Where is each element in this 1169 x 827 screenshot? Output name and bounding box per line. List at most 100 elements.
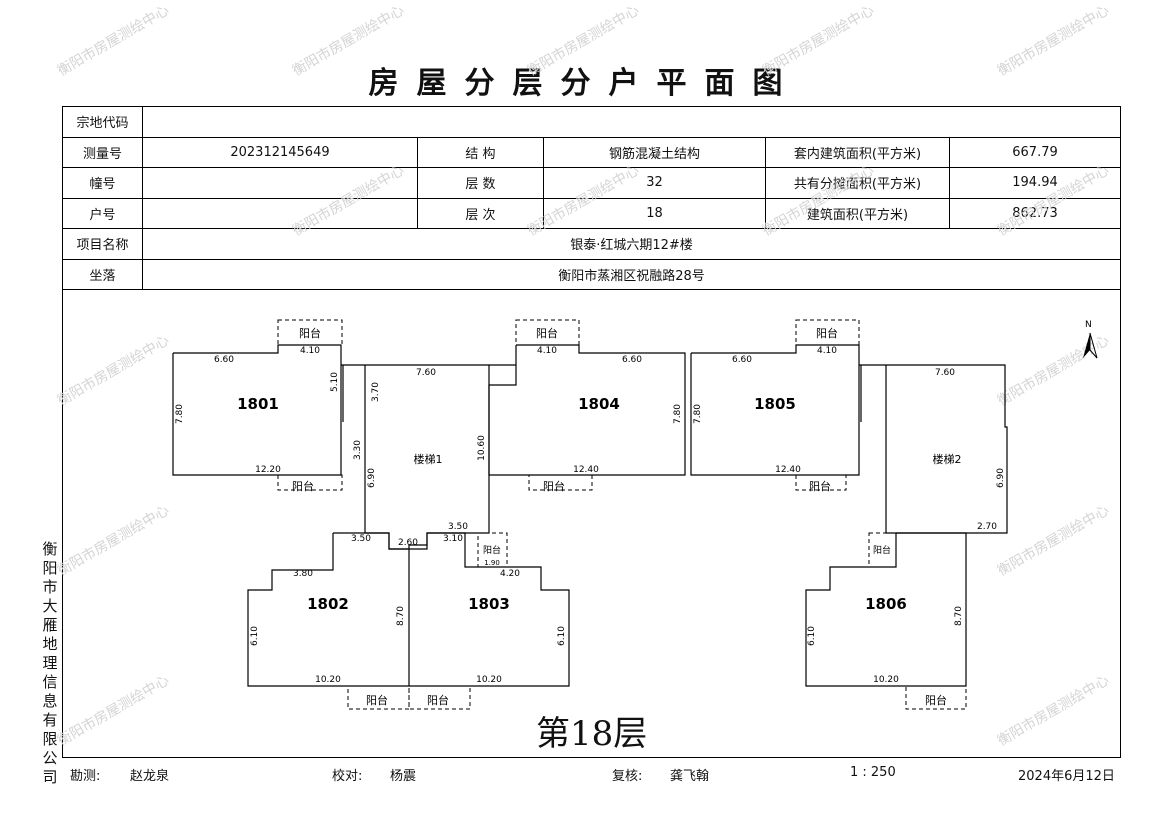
- balcony-label: 阳台: [809, 479, 831, 493]
- dim-label: 4.10: [537, 346, 557, 356]
- balcony-1804-bottom: [528, 474, 593, 491]
- gongyou-label: 共有分摊面积(平方米): [765, 167, 950, 199]
- dim-label: 6.60: [622, 355, 642, 365]
- balcony-1801-top: [277, 319, 343, 346]
- check-name: 杨震: [390, 769, 417, 784]
- scale: 1 : 250: [850, 765, 896, 780]
- survey-name: 赵龙泉: [130, 769, 170, 784]
- dim-label: 4.10: [300, 346, 320, 356]
- dim-label: 3.10: [443, 534, 463, 544]
- unit-1804-label: 1804: [578, 395, 620, 413]
- celiang-label: 测量号: [62, 136, 143, 168]
- dim-label: 2.70: [977, 522, 997, 532]
- stair-1-label: 楼梯1: [414, 452, 443, 466]
- review-name: 龚飞翰: [670, 769, 710, 784]
- unit-1802-outline: [247, 532, 410, 687]
- stair-1-outline: [341, 364, 490, 550]
- taonei-label: 套内建筑面积(平方米): [765, 136, 950, 168]
- dim-label: 6.10: [557, 626, 567, 646]
- balcony-1805-top: [795, 319, 860, 346]
- page-title: 房屋分层分户平面图: [368, 66, 801, 101]
- dim-label: 3.70: [371, 382, 381, 402]
- balcony-1803-side: [477, 532, 508, 568]
- dim-label: 7.60: [416, 368, 436, 378]
- unit-1804-outline: [488, 344, 686, 476]
- dim-label: 7.80: [175, 404, 185, 424]
- unit-1806-label: 1806: [865, 595, 907, 613]
- dim-label: 6.60: [732, 355, 752, 365]
- balcony-1804-top: [515, 319, 580, 346]
- dim-label: 12.40: [775, 465, 801, 475]
- dim-label: 6.10: [250, 626, 260, 646]
- balcony-1805-bottom: [795, 474, 847, 491]
- balcony-label: 阳台: [925, 693, 947, 707]
- dim-label: 12.20: [255, 465, 281, 475]
- dim-label: 4.10: [817, 346, 837, 356]
- balcony-label: 阳台: [536, 326, 558, 340]
- dim-label: 10.20: [315, 675, 341, 685]
- unit-1801-label: 1801: [237, 395, 279, 413]
- unit-1801-outline: [172, 344, 342, 476]
- jianzhu-value: 862.73: [949, 197, 1121, 229]
- dim-label: 6.90: [367, 468, 377, 488]
- floor-label: 第18层: [536, 714, 648, 754]
- stair-2-label: 楼梯2: [933, 452, 962, 466]
- balcony-1806-side: [868, 532, 897, 568]
- dim-label: 4.20: [500, 569, 520, 579]
- cengshu-value: 32: [543, 167, 766, 199]
- dim-label: 5.10: [330, 372, 340, 392]
- dim-label: 10.60: [477, 435, 487, 461]
- unit-1802-label: 1802: [307, 595, 349, 613]
- dim-label: 6.60: [214, 355, 234, 365]
- unit-1806-outline: [805, 532, 967, 687]
- unit-1805-label: 1805: [754, 395, 796, 413]
- info-table: 宗地代码 测量号 202312145649 结 构 钢筋混凝土结构 套内建筑面积…: [62, 106, 1121, 290]
- balcony-1806-bottom: [905, 685, 967, 710]
- check-label: 校对:: [332, 769, 363, 784]
- dim-label: 1.90: [484, 559, 500, 567]
- dim-label: 10.20: [476, 675, 502, 685]
- dim-label: 7.80: [673, 404, 683, 424]
- dim-label: 3.50: [351, 534, 371, 544]
- taonei-value: 667.79: [949, 136, 1121, 168]
- company-name-vertical: 衡阳市大雁地理信息有限公司: [42, 540, 58, 786]
- balcony-label: 阳台: [427, 693, 449, 707]
- dim-label: 6.10: [807, 626, 817, 646]
- north-label: N: [1085, 320, 1092, 330]
- review-label: 复核:: [612, 769, 643, 784]
- dim-label: 6.90: [996, 468, 1006, 488]
- xiangmu-value: 银泰·红城六期12#楼: [142, 228, 1121, 260]
- chuang-label: 幢号: [62, 167, 143, 199]
- balcony-label: 阳台: [543, 479, 565, 493]
- balcony-label: 阳台: [483, 544, 501, 556]
- north-arrow-icon: N: [1083, 320, 1098, 359]
- jiegou-label: 结 构: [417, 136, 544, 168]
- dim-label: 3.30: [353, 440, 363, 460]
- zuoluo-label: 坐落: [62, 258, 143, 290]
- dim-label: 3.80: [293, 569, 313, 579]
- dim-label: 8.70: [396, 606, 406, 626]
- chuang-value: [142, 167, 418, 199]
- huhao-label: 户号: [62, 197, 143, 229]
- balcony-label: 阳台: [299, 326, 321, 340]
- unit-1803-label: 1803: [468, 595, 510, 613]
- dim-label: 2.60: [398, 538, 418, 548]
- dim-label: 7.60: [935, 368, 955, 378]
- xiangmu-label: 项目名称: [62, 228, 143, 260]
- balcony-label: 阳台: [292, 479, 314, 493]
- balcony-label: 阳台: [366, 693, 388, 707]
- dim-label: 7.80: [693, 404, 703, 424]
- dim-label: 3.50: [448, 522, 468, 532]
- balcony-label: 阳台: [816, 326, 838, 340]
- stair-2-outline: [859, 364, 1008, 534]
- balcony-1803-bottom: [408, 685, 471, 710]
- zuoluo-value: 衡阳市蒸湘区祝融路28号: [142, 258, 1121, 290]
- gongyou-value: 194.94: [949, 167, 1121, 199]
- balcony-label: 阳台: [873, 544, 891, 556]
- balcony-1801-bottom: [277, 474, 343, 491]
- dim-label: 8.70: [954, 606, 964, 626]
- survey-label: 勘测:: [70, 769, 101, 784]
- date: 2024年6月12日: [1018, 769, 1115, 784]
- dim-label: 10.20: [873, 675, 899, 685]
